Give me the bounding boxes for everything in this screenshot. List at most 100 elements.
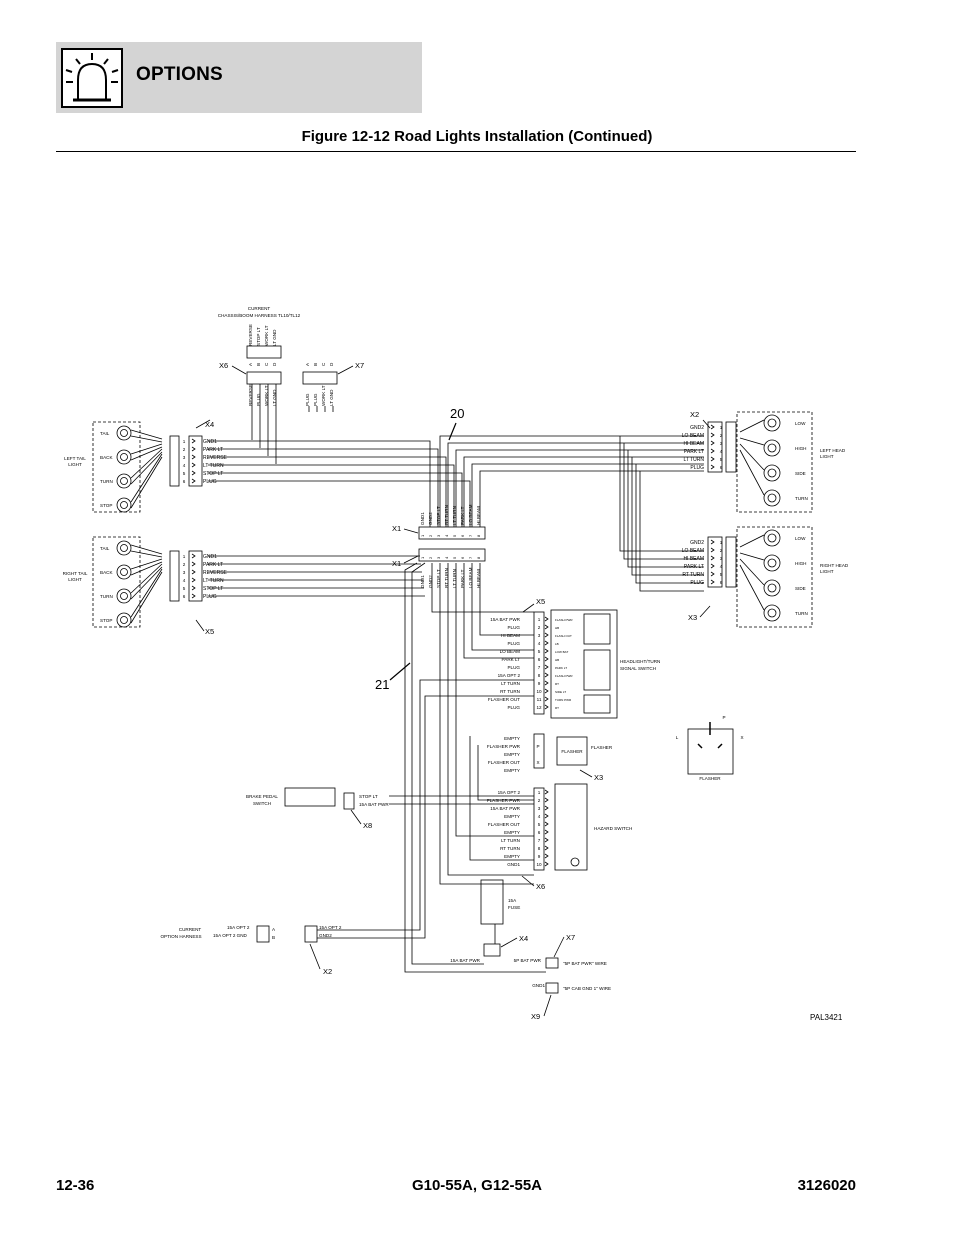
tail-pin-contact [191,593,196,599]
tail-lamp-label: BACK [100,455,113,460]
connector-label: X2 [323,967,332,976]
head-wire-label: HI BEAM [683,441,704,447]
head-lamp-label: HIGH [795,446,806,451]
tail-pin-number: 1 [183,554,186,559]
x1-pin-number: 7 [468,556,473,559]
head-light-housing [736,526,813,628]
tail-lamp-lead [130,571,163,624]
tail-wire-label: REVERSE [203,570,228,576]
x6-hazard-wire-label: FLASHER PWR [487,798,521,803]
tail-pin-number: 1 [183,439,186,444]
tail-wire-label: PARK LT [203,447,223,453]
head-plug-housing [707,536,723,588]
head-lamp-socket [763,604,781,622]
head-pin-contact [710,448,715,454]
headlight-switch-body [550,609,618,719]
tail-wire-label: LT TURN [203,578,224,584]
tail-pin-number: 6 [183,479,186,484]
x5-leader [195,619,205,632]
tail-lamp-socket [116,588,132,604]
x7-leader [337,365,354,375]
fuse-body [480,879,504,925]
switch-wire [439,563,534,885]
switch-terminal-label: HB [555,626,559,630]
tail-lamp-lead [130,563,163,594]
head-lamp-socket [763,579,781,597]
switch-wire [447,563,534,876]
x4-fuse-plug [483,943,501,957]
x6-wire-label: LT GND [272,389,277,406]
x6-pin-number: 7 [538,838,541,843]
x1-pin-number: 4 [444,534,449,537]
head-pin-number: 1 [720,540,723,545]
hazard-switch-label: HAZARD SWITCH [594,826,632,831]
x6-pin-number: 5 [538,822,541,827]
x3-wire-label: EMPTY [504,768,520,773]
tail-lamp-lead [130,566,163,600]
callout-20-leader [448,422,457,441]
tail-pin-number: 5 [183,586,186,591]
option-harness-plug [256,925,270,943]
fuse-label: FUSE [508,905,520,910]
x1-pin-number: 3 [436,556,441,559]
x5-wire-label: PARK LT [502,657,521,662]
tail-lamp-label: TAIL [100,546,110,551]
tail-pin-number: 3 [183,455,186,460]
head-wire-label: LO BEAM [682,548,704,554]
tail-light-label: RIGHT TAIL [63,571,88,576]
x5-wire-label: PLUG [507,705,520,710]
head-lamp-label: TURN [795,496,808,501]
page-number: 12-36 [56,1177,95,1194]
x5-pin-number: 1 [538,617,541,622]
head-lamp-socket [763,464,781,482]
head-pin-contact [710,464,715,470]
x9-wire-note: "5P CAB GND 1" WIRE [563,986,611,991]
switch-wire [431,563,534,613]
tail-wire-label: STOP LT [203,586,223,592]
x5-leader [522,603,535,613]
head-wire-label: PARK LT [684,449,704,455]
tail-pin-contact [191,553,196,559]
option-wire [317,695,534,939]
flasher-wire [477,745,534,801]
x5-pin-number: 7 [538,665,541,670]
tail-lamp-bulb [120,429,128,437]
x5-pin-number: 4 [538,641,541,646]
tail-wire-label: STOP LT [203,471,223,477]
x1-pin-number: 6 [460,534,465,537]
head-pin-number: 1 [720,425,723,430]
x6-leader [521,875,535,887]
x6-wire-label: REVERSE [248,384,253,406]
head-pin-contact [710,456,715,462]
tail-wire-label: GND1 [203,439,217,445]
x5-pin-contact [544,640,549,646]
head-bundle-wire [631,457,704,576]
head-light-label: RIGHT HEAD [820,563,849,568]
head-wire-label: PLUG [690,580,704,586]
tail-lamp-lead [130,558,163,570]
x6-hazard-wire-label: LT TURN [501,838,520,843]
flasher-terminal-blade [697,743,703,749]
switch-wire [471,563,534,651]
x6-pin-contact [544,813,549,819]
x6-hazard-wire-label: EMPTY [504,854,520,859]
tail-wire-label: PARK LT [203,562,223,568]
switch-terminal-label: LOW BAT [555,650,568,654]
option-pin-b: B [272,935,275,940]
x1-lower-plug [418,548,486,562]
x7-pin-letter: D [329,362,334,366]
switch-terminal-label: PARK LT [555,666,567,670]
flasher-terminal-x: X [740,735,743,740]
head-pin-number: 5 [720,572,723,577]
head-pin-contact [710,563,715,569]
flasher-side-label: FLASHER [591,745,613,750]
x6-pin-number: 10 [536,862,542,867]
switch-terminal-label: FLASH OUT [555,634,572,638]
head-pin-number: 6 [720,580,723,585]
tail-lamp-bulb [120,592,128,600]
head-pin-number: 2 [720,433,723,438]
x3-pin-letter: X [536,760,539,765]
head-lamp-bulb [767,583,777,593]
x1-upper-wire-label: LT TURN [452,506,457,525]
x6-hazard-wire-label: GND1 [507,862,520,867]
